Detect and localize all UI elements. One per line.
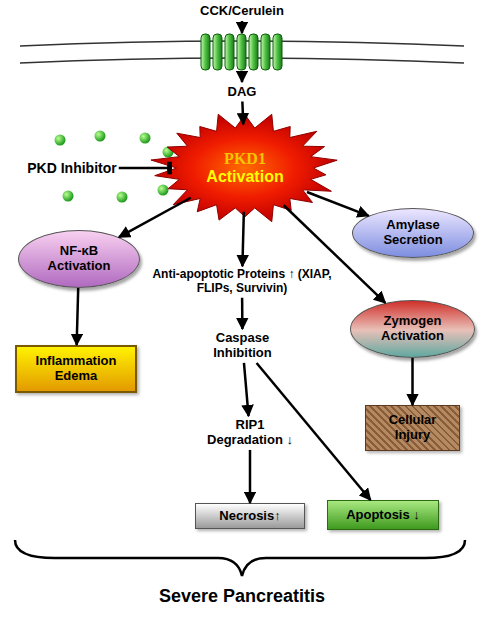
text-wrap: PKD Inhibitor bbox=[27, 160, 116, 176]
text-wrap: DAG bbox=[228, 85, 257, 100]
node-text: PKD1 bbox=[206, 150, 283, 168]
brace bbox=[15, 540, 465, 576]
process-label: Caspase Inhibition bbox=[190, 328, 295, 364]
activation-arrow bbox=[244, 363, 249, 416]
activation-arrow bbox=[242, 212, 243, 267]
ligand-label: CCK/Cerulein bbox=[170, 1, 314, 21]
text-wrap: CCK/Cerulein bbox=[200, 4, 284, 19]
text-wrap: NF-κB Activation bbox=[31, 244, 127, 274]
node-text: Zymogen Activation bbox=[365, 314, 461, 344]
node-text: Cellular Injury bbox=[373, 413, 453, 443]
text-wrap: Apoptosis ↓ bbox=[346, 508, 420, 523]
activation-arrow bbox=[77, 288, 79, 345]
node-text: Amylase Secretion bbox=[365, 218, 461, 248]
starburst-shape bbox=[151, 114, 337, 221]
text-wrap: Anti-apoptotic Proteins ↑ (XIAP, FLIPs, … bbox=[147, 268, 337, 296]
inhibition-line bbox=[119, 167, 171, 170]
outcome-box: Cellular Injury bbox=[365, 405, 460, 451]
inhibitor-label: PKD Inhibitor bbox=[10, 157, 134, 179]
process-ellipse: NF-κB Activation bbox=[18, 230, 140, 288]
activation-arrow bbox=[257, 363, 371, 500]
outcome-box: Apoptosis ↓ bbox=[327, 500, 439, 530]
kinase-starburst: PKD1Activation bbox=[150, 112, 340, 224]
text-wrap: Amylase Secretion bbox=[365, 218, 461, 248]
process-label: RIP1 Degradation ↓ bbox=[197, 415, 303, 451]
node-text: NF-κB Activation bbox=[31, 244, 127, 274]
text-wrap: PKD1Activation bbox=[206, 150, 283, 187]
activation-arrow bbox=[119, 198, 191, 237]
text-wrap: Inflammation Edema bbox=[21, 354, 131, 384]
node-text: DAG bbox=[228, 85, 257, 100]
node-text: Anti-apoptotic Proteins ↑ (XIAP, FLIPs, … bbox=[147, 268, 337, 296]
receptor-symbol bbox=[201, 34, 282, 70]
messenger-label: DAG bbox=[207, 82, 277, 102]
protein-label: Anti-apoptotic Proteins ↑ (XIAP, FLIPs, … bbox=[137, 262, 347, 302]
node-text: Caspase Inhibition bbox=[198, 331, 288, 361]
activation-arrow bbox=[241, 298, 244, 329]
node-text: Necrosis↑ bbox=[219, 509, 280, 524]
node-text: Apoptosis ↓ bbox=[346, 508, 420, 523]
node-text: PKD Inhibitor bbox=[27, 160, 116, 176]
process-ellipse: Zymogen Activation bbox=[350, 300, 475, 358]
ligand-arrow bbox=[241, 21, 244, 33]
text-wrap: Caspase Inhibition bbox=[198, 331, 288, 361]
process-ellipse: Amylase Secretion bbox=[352, 208, 474, 258]
text-wrap: Cellular Injury bbox=[373, 413, 453, 443]
activation-arrow bbox=[411, 358, 414, 405]
node-text: RIP1 Degradation ↓ bbox=[198, 418, 303, 448]
text-wrap: Zymogen Activation bbox=[365, 314, 461, 344]
activation-arrow bbox=[249, 450, 252, 503]
node-text: Activation bbox=[206, 168, 283, 186]
outcome-box: Inflammation Edema bbox=[15, 345, 137, 393]
text-wrap: Necrosis↑ bbox=[219, 509, 280, 524]
outcome-title: Severe Pancreatitis bbox=[92, 586, 392, 607]
outcome-box: Necrosis↑ bbox=[195, 503, 305, 529]
node-text: CCK/Cerulein bbox=[200, 4, 284, 19]
activation-arrow bbox=[307, 192, 369, 216]
node-text: Inflammation Edema bbox=[21, 354, 131, 384]
text-wrap: RIP1 Degradation ↓ bbox=[198, 418, 303, 448]
signal-arrow bbox=[241, 71, 244, 82]
